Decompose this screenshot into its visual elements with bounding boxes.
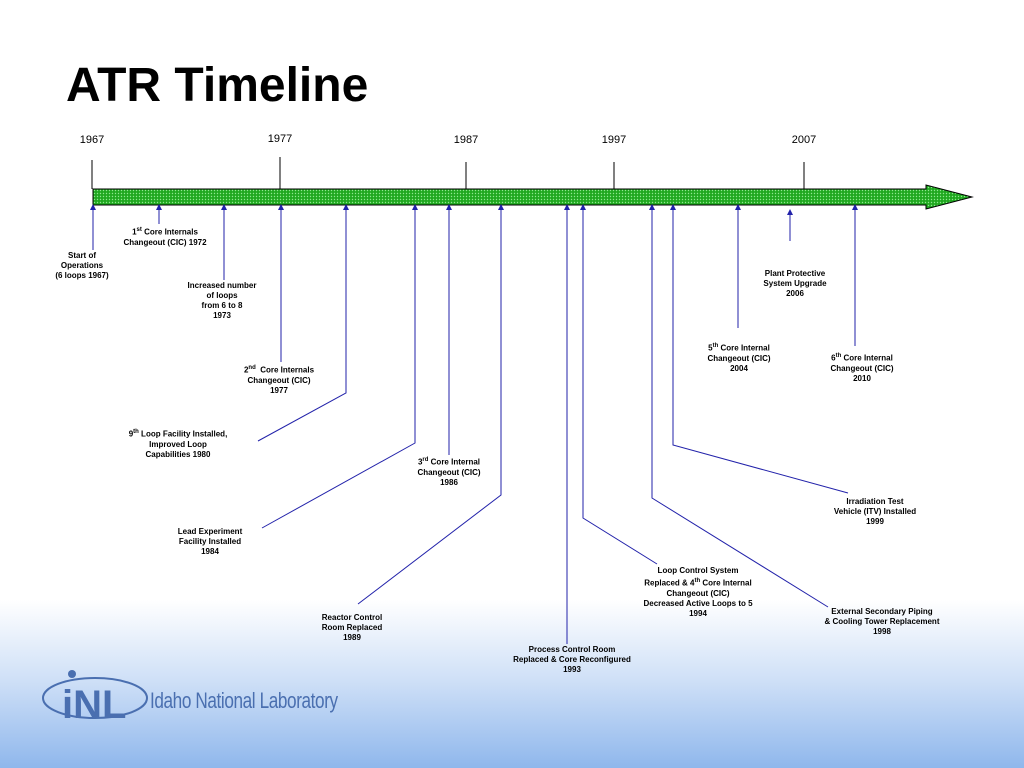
event-label-pps: Plant Protective System Upgrade 2006 xyxy=(763,269,827,298)
event-label-9loop: 9th Loop Facility Installed, Improved Lo… xyxy=(128,429,228,459)
timeline-arrow xyxy=(92,184,974,210)
event-label-cic2: 2nd Core Internals Changeout (CIC) 1977 xyxy=(243,365,315,395)
year-label-1977: 1977 xyxy=(267,133,293,145)
year-label-1997: 1997 xyxy=(601,134,627,146)
event-label-lead: Lead Experiment Facility Installed 1984 xyxy=(177,527,243,556)
leader-line-9loop xyxy=(257,204,349,442)
event-label-rcr: Reactor Control Room Replaced 1989 xyxy=(321,613,383,642)
year-label-1987: 1987 xyxy=(453,134,479,146)
event-label-pcr: Process Control Room Replaced & Core Rec… xyxy=(513,645,631,674)
inl-logo-icon: iNL xyxy=(42,670,148,727)
leader-line-lcs xyxy=(580,204,658,565)
event-label-esp: External Secondary Piping & Cooling Towe… xyxy=(824,607,940,636)
year-label-1967: 1967 xyxy=(79,134,105,146)
leader-line-itv xyxy=(670,204,849,494)
event-label-itv: Irradiation Test Vehicle (ITV) Installed… xyxy=(833,497,917,526)
event-label-loops: Increased number of loops from 6 to 8 19… xyxy=(187,281,257,320)
event-leaders xyxy=(90,204,858,644)
event-label-cic6: 6th Core Internal Changeout (CIC) 2010 xyxy=(830,353,894,383)
organization-name: Idaho National Laboratory xyxy=(150,688,338,713)
event-label-lcs: Loop Control System Replaced & 4th Core … xyxy=(643,566,753,618)
year-label-2007: 2007 xyxy=(791,134,817,146)
event-label-cic3: 3rd Core Internal Changeout (CIC) 1986 xyxy=(417,457,481,487)
leader-line-lead xyxy=(261,204,418,529)
svg-text:iNL: iNL xyxy=(62,683,126,727)
event-label-start: Start of Operations (6 loops 1967) xyxy=(55,251,109,280)
leader-line-rcr xyxy=(357,204,504,605)
leader-line-esp xyxy=(649,204,829,608)
slide-title: ATR Timeline xyxy=(66,59,369,112)
event-label-cic1: 1st Core Internals Changeout (CIC) 1972 xyxy=(123,227,207,247)
event-label-cic5: 5th Core Internal Changeout (CIC) 2004 xyxy=(707,343,771,373)
year-ticks xyxy=(91,157,805,189)
